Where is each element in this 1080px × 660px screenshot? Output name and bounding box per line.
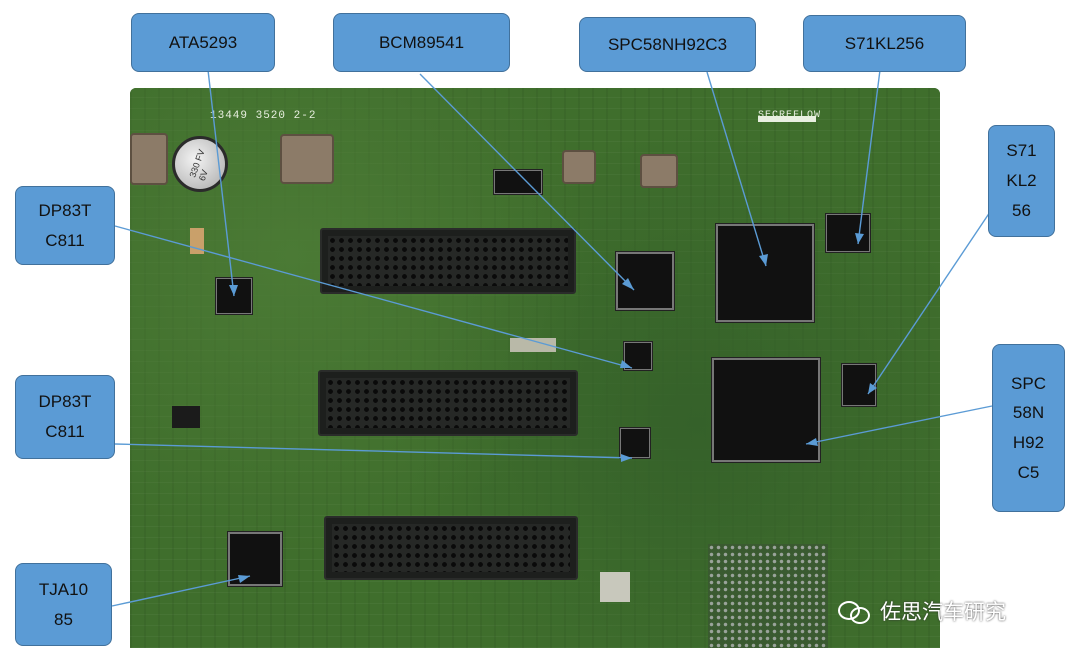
callout-ata5293-text: ATA5293 (168, 32, 238, 52)
connector-middle (318, 370, 578, 436)
callout-spc58nh92c5-line3: H92 (1012, 433, 1045, 452)
callout-bcm89541-text: BCM89541 (378, 32, 465, 52)
callout-spc58nh92c3-text: SPC58NH92C3 (607, 34, 728, 54)
callout-ata5293: ATA5293 (131, 13, 275, 72)
chip-dp83tc811-top (624, 342, 652, 370)
chip-spc58nh92c3 (716, 224, 814, 322)
callout-s71kl256-right: S71 KL2 56 (988, 125, 1055, 237)
silkscreen-arrow-text: SECREFLOW (758, 110, 821, 121)
callout-spc58nh92c5: SPC 58N H92 C5 (992, 344, 1065, 512)
callout-dp83tc811-bottom-line1: DP83T (38, 392, 92, 412)
callout-dp83tc811-top: DP83T C811 (15, 186, 115, 265)
callout-spc58nh92c5-line4: C5 (1017, 462, 1040, 482)
chip-s71kl256-top (826, 214, 870, 252)
callout-dp83tc811-bottom: DP83T C811 (15, 375, 115, 459)
capacitor-marking: 330 FV 6V (187, 148, 210, 183)
smd-crystal (600, 572, 630, 602)
electrolytic-capacitor: 330 FV 6V (172, 136, 228, 192)
chip-ata5293 (216, 278, 252, 314)
smd-capacitor (190, 228, 204, 254)
silkscreen-arrow-icon (758, 116, 816, 122)
chip-s71kl256-right (842, 364, 876, 406)
chip-bcm89541 (616, 252, 674, 310)
callout-s71kl256-top: S71KL256 (803, 15, 966, 72)
callout-spc58nh92c3: SPC58NH92C3 (579, 17, 756, 72)
callout-spc58nh92c5-line1: SPC (1011, 373, 1046, 393)
callout-s71kl256-right-line3: 56 (1012, 200, 1031, 220)
chip-dp83tc811-bottom (620, 428, 650, 458)
bga-footprint (708, 544, 828, 648)
connector-top (320, 228, 576, 294)
callout-tja1085-line1: TJA10 (38, 579, 89, 599)
callout-s71kl256-right-line2: KL2 (1006, 171, 1037, 191)
callout-s71kl256-top-text: S71KL256 (844, 33, 925, 53)
callout-dp83tc811-top-line1: DP83T (38, 200, 92, 220)
callout-s71kl256-right-line1: S71 (1006, 141, 1037, 161)
inductor-mid (280, 134, 334, 184)
chip-ic-top (494, 170, 542, 194)
watermark: 佐思汽车研究 (838, 596, 1006, 626)
callout-tja1085: TJA10 85 (15, 563, 112, 646)
callout-dp83tc811-top-line2: C811 (45, 230, 85, 250)
watermark-text: 佐思汽车研究 (880, 600, 1006, 624)
chip-tja1085 (228, 532, 282, 586)
callout-bcm89541: BCM89541 (333, 13, 510, 72)
wechat-icon (838, 599, 872, 624)
chip-spc58nh92c5 (712, 358, 820, 462)
smd-chip-left (172, 406, 200, 428)
connector-bottom (324, 516, 578, 580)
callout-spc58nh92c5-line2: 58N (1012, 403, 1045, 423)
inductor-left (130, 133, 168, 185)
smd-resistor-array (510, 338, 556, 352)
pcb-photo: 13449 3520 2-2 SECREFLOW 330 FV 6V (130, 88, 940, 648)
inductor-right-2 (640, 154, 678, 188)
inductor-right-1 (562, 150, 596, 184)
callout-dp83tc811-bottom-line2: C811 (45, 422, 85, 441)
silkscreen-part-number: 13449 3520 2-2 (210, 110, 317, 122)
callout-tja1085-line2: 85 (54, 609, 73, 629)
